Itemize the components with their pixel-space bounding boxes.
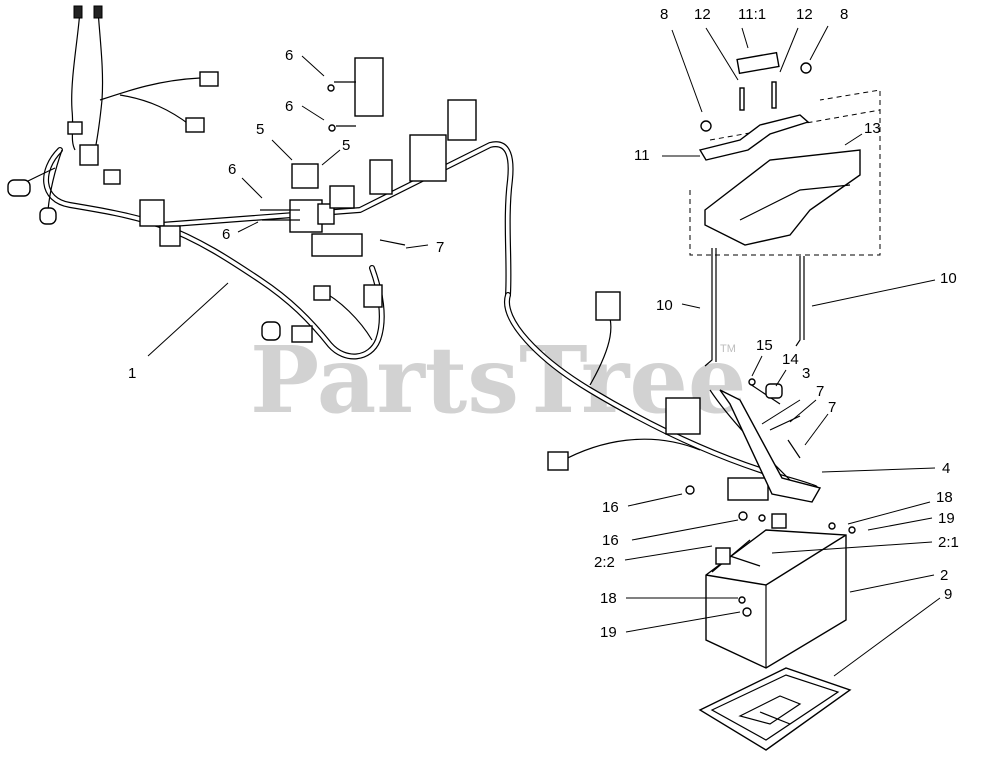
harness-connectors (7, 5, 383, 343)
leader-lines (147, 25, 941, 677)
callout-7: 7 (436, 239, 444, 256)
callout-10: 10 (940, 270, 957, 287)
callout-10: 10 (656, 297, 673, 314)
callout-19: 19 (600, 624, 617, 641)
callout-2-2: 2:2 (594, 554, 615, 571)
callout-8: 8 (660, 6, 668, 23)
callout-18: 18 (600, 590, 617, 607)
callout-7: 7 (816, 383, 824, 400)
callout-12: 12 (796, 6, 813, 23)
callout-8: 8 (840, 6, 848, 23)
connector-blocks (547, 291, 769, 501)
callout-5: 5 (256, 121, 264, 138)
callout-6: 6 (228, 161, 236, 178)
callout-16: 16 (602, 532, 619, 549)
terminal-hardware (719, 378, 822, 503)
callout-11: 11 (634, 147, 650, 164)
callout-2-1: 2:1 (938, 534, 959, 551)
callout-13: 13 (864, 120, 881, 137)
callout-14: 14 (782, 351, 799, 368)
callout-6: 6 (285, 47, 293, 64)
callout-19: 19 (938, 510, 955, 527)
callout-6: 6 (222, 226, 230, 243)
callout-16: 16 (602, 499, 619, 516)
callout-2: 2 (940, 567, 948, 584)
cover-panel (689, 89, 881, 256)
bracket-hardware (698, 51, 812, 161)
callout-9: 9 (944, 586, 952, 603)
relay-assembly (260, 57, 477, 257)
callout-3: 3 (802, 365, 810, 382)
callout-6: 6 (285, 98, 293, 115)
callout-7: 7 (828, 399, 836, 416)
callout-18: 18 (936, 489, 953, 506)
callout-12: 12 (694, 6, 711, 23)
callout-15: 15 (756, 337, 773, 354)
hold-down-rods (704, 248, 805, 367)
battery (685, 485, 856, 669)
callout-5: 5 (342, 137, 350, 154)
callout-4: 4 (942, 460, 950, 477)
watermark-trademark: TM (720, 343, 736, 355)
battery-tray (698, 667, 852, 751)
callout-11-1: 11:1 (738, 6, 766, 23)
callout-1: 1 (128, 365, 136, 382)
callout-labels: 1 5 5 6 6 6 6 7 8 12 11:1 12 8 11 13 10 … (128, 6, 959, 641)
